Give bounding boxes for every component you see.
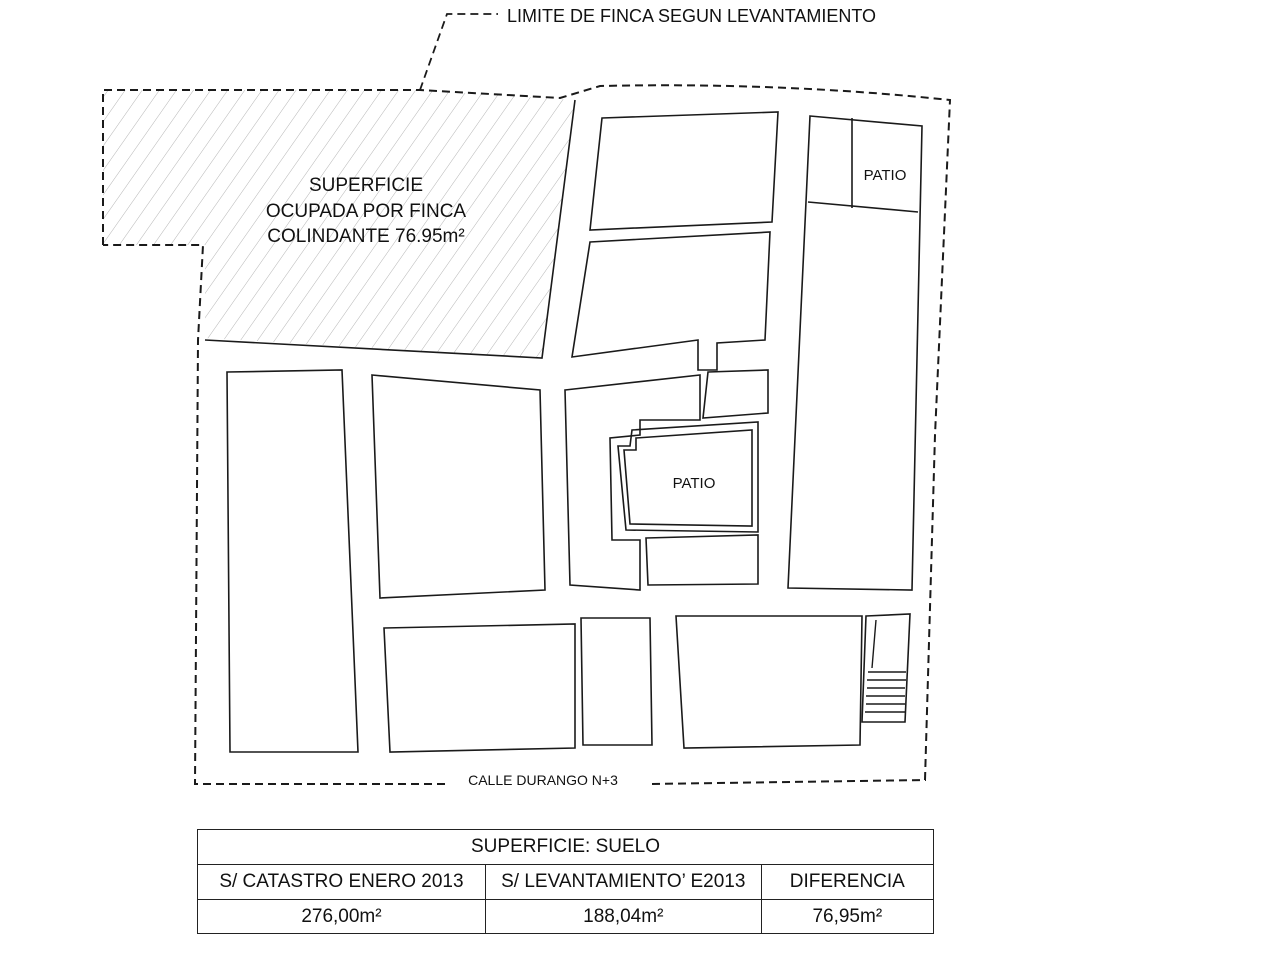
street-label: CALLE DURANGO N+3	[468, 772, 618, 788]
value-levantamiento: 188,04m²	[484, 899, 762, 934]
room-center-west	[371, 374, 546, 599]
room-under-patio	[645, 534, 759, 586]
header-catastro: S/ CATASTRO ENERO 2013	[197, 864, 486, 900]
occupied-area-hatch	[103, 90, 575, 358]
stairs	[865, 619, 906, 713]
occupied-label-line2: OCUPADA POR FINCA	[266, 201, 467, 222]
stair-well	[861, 613, 911, 723]
boundary-leader-line	[419, 13, 498, 91]
room-small-connector	[702, 369, 769, 419]
property-boundary-dashed	[102, 84, 952, 785]
patio-label-east: PATIO	[864, 167, 907, 184]
occupied-label-line1: SUPERFICIE	[309, 175, 423, 196]
outer-wall-north	[204, 99, 576, 359]
value-diferencia: 76,95m²	[760, 899, 935, 934]
room-east-strip	[787, 115, 923, 591]
room-north-upper	[589, 111, 779, 231]
room-south-west	[383, 623, 576, 753]
header-diferencia: DIFERENCIA	[760, 864, 935, 900]
rooms	[226, 111, 923, 753]
room-south-narrow	[580, 617, 653, 746]
value-catastro: 276,00m²	[197, 899, 486, 934]
surface-area-table: SUPERFICIE: SUELO S/ CATASTRO ENERO 2013…	[197, 829, 935, 934]
room-center-jog	[564, 374, 701, 591]
patio-label-center: PATIO	[673, 475, 716, 492]
room-south-east	[675, 615, 863, 749]
occupied-label-line3: COLINDANTE 76.95m²	[267, 226, 464, 247]
room-north-lower	[571, 231, 771, 371]
patio-center	[617, 421, 759, 533]
room-west-tall	[226, 369, 359, 753]
table-title: SUPERFICIE: SUELO	[197, 829, 934, 865]
boundary-label: LIMITE DE FINCA SEGUN LEVANTAMIENTO	[507, 6, 876, 26]
patio-top-right-divider	[807, 201, 919, 213]
header-levantamiento: S/ LEVANTAMIENTO’ E2013	[484, 864, 762, 900]
patio-center-inner	[623, 429, 753, 527]
